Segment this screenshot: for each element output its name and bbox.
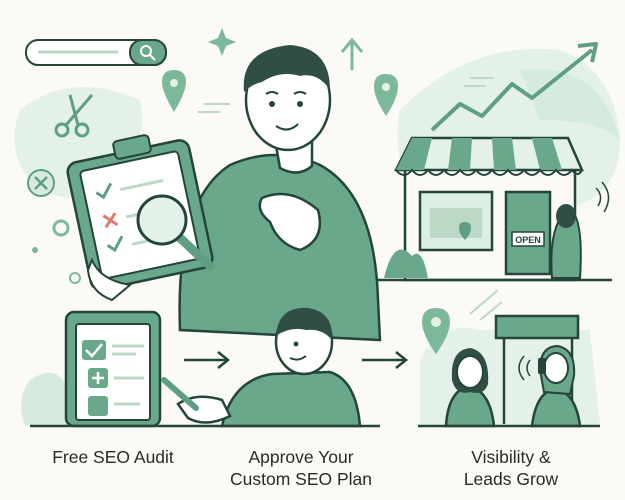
arrow-right-icon — [362, 351, 409, 369]
location-pin-icon — [374, 74, 398, 116]
growth-arrow-icon — [430, 42, 598, 132]
step-3-label-line-2: Leads Grow — [463, 469, 559, 489]
close-icon — [27, 169, 55, 197]
sparkle-icon — [208, 28, 236, 56]
storefront: OPEN — [378, 136, 612, 282]
person-approving-plan — [161, 307, 362, 428]
decor-dot — [69, 272, 81, 284]
decor-lines — [198, 77, 494, 113]
open-sign: OPEN — [515, 235, 541, 245]
audit-clipboard-illustration — [64, 310, 162, 428]
location-pin-icon — [162, 70, 186, 112]
phone-icon — [538, 358, 546, 374]
location-pin-icon — [459, 222, 471, 240]
decor-dot — [52, 219, 70, 237]
step-3-label-line-1: Visibility & — [471, 447, 551, 467]
arrow-right-icon — [184, 351, 231, 369]
step-2-label-line-2: Custom SEO Plan — [230, 469, 372, 489]
scissors-icon — [54, 94, 94, 138]
step-1-label: Free SEO Audit — [52, 447, 174, 467]
visibility-scene — [418, 289, 600, 428]
step-2-label: Approve Your Custom SEO Plan — [206, 446, 396, 490]
search-bar — [25, 39, 167, 66]
step-3-label: Visibility & Leads Grow — [416, 446, 606, 490]
step-2-label-line-1: Approve Your — [248, 447, 354, 467]
search-icon — [140, 45, 156, 61]
decor-dot — [32, 247, 38, 253]
arrow-up-icon — [340, 37, 364, 70]
magnifier-icon — [136, 194, 215, 271]
location-pin-icon — [422, 308, 450, 354]
person-holding-audit — [178, 45, 382, 342]
